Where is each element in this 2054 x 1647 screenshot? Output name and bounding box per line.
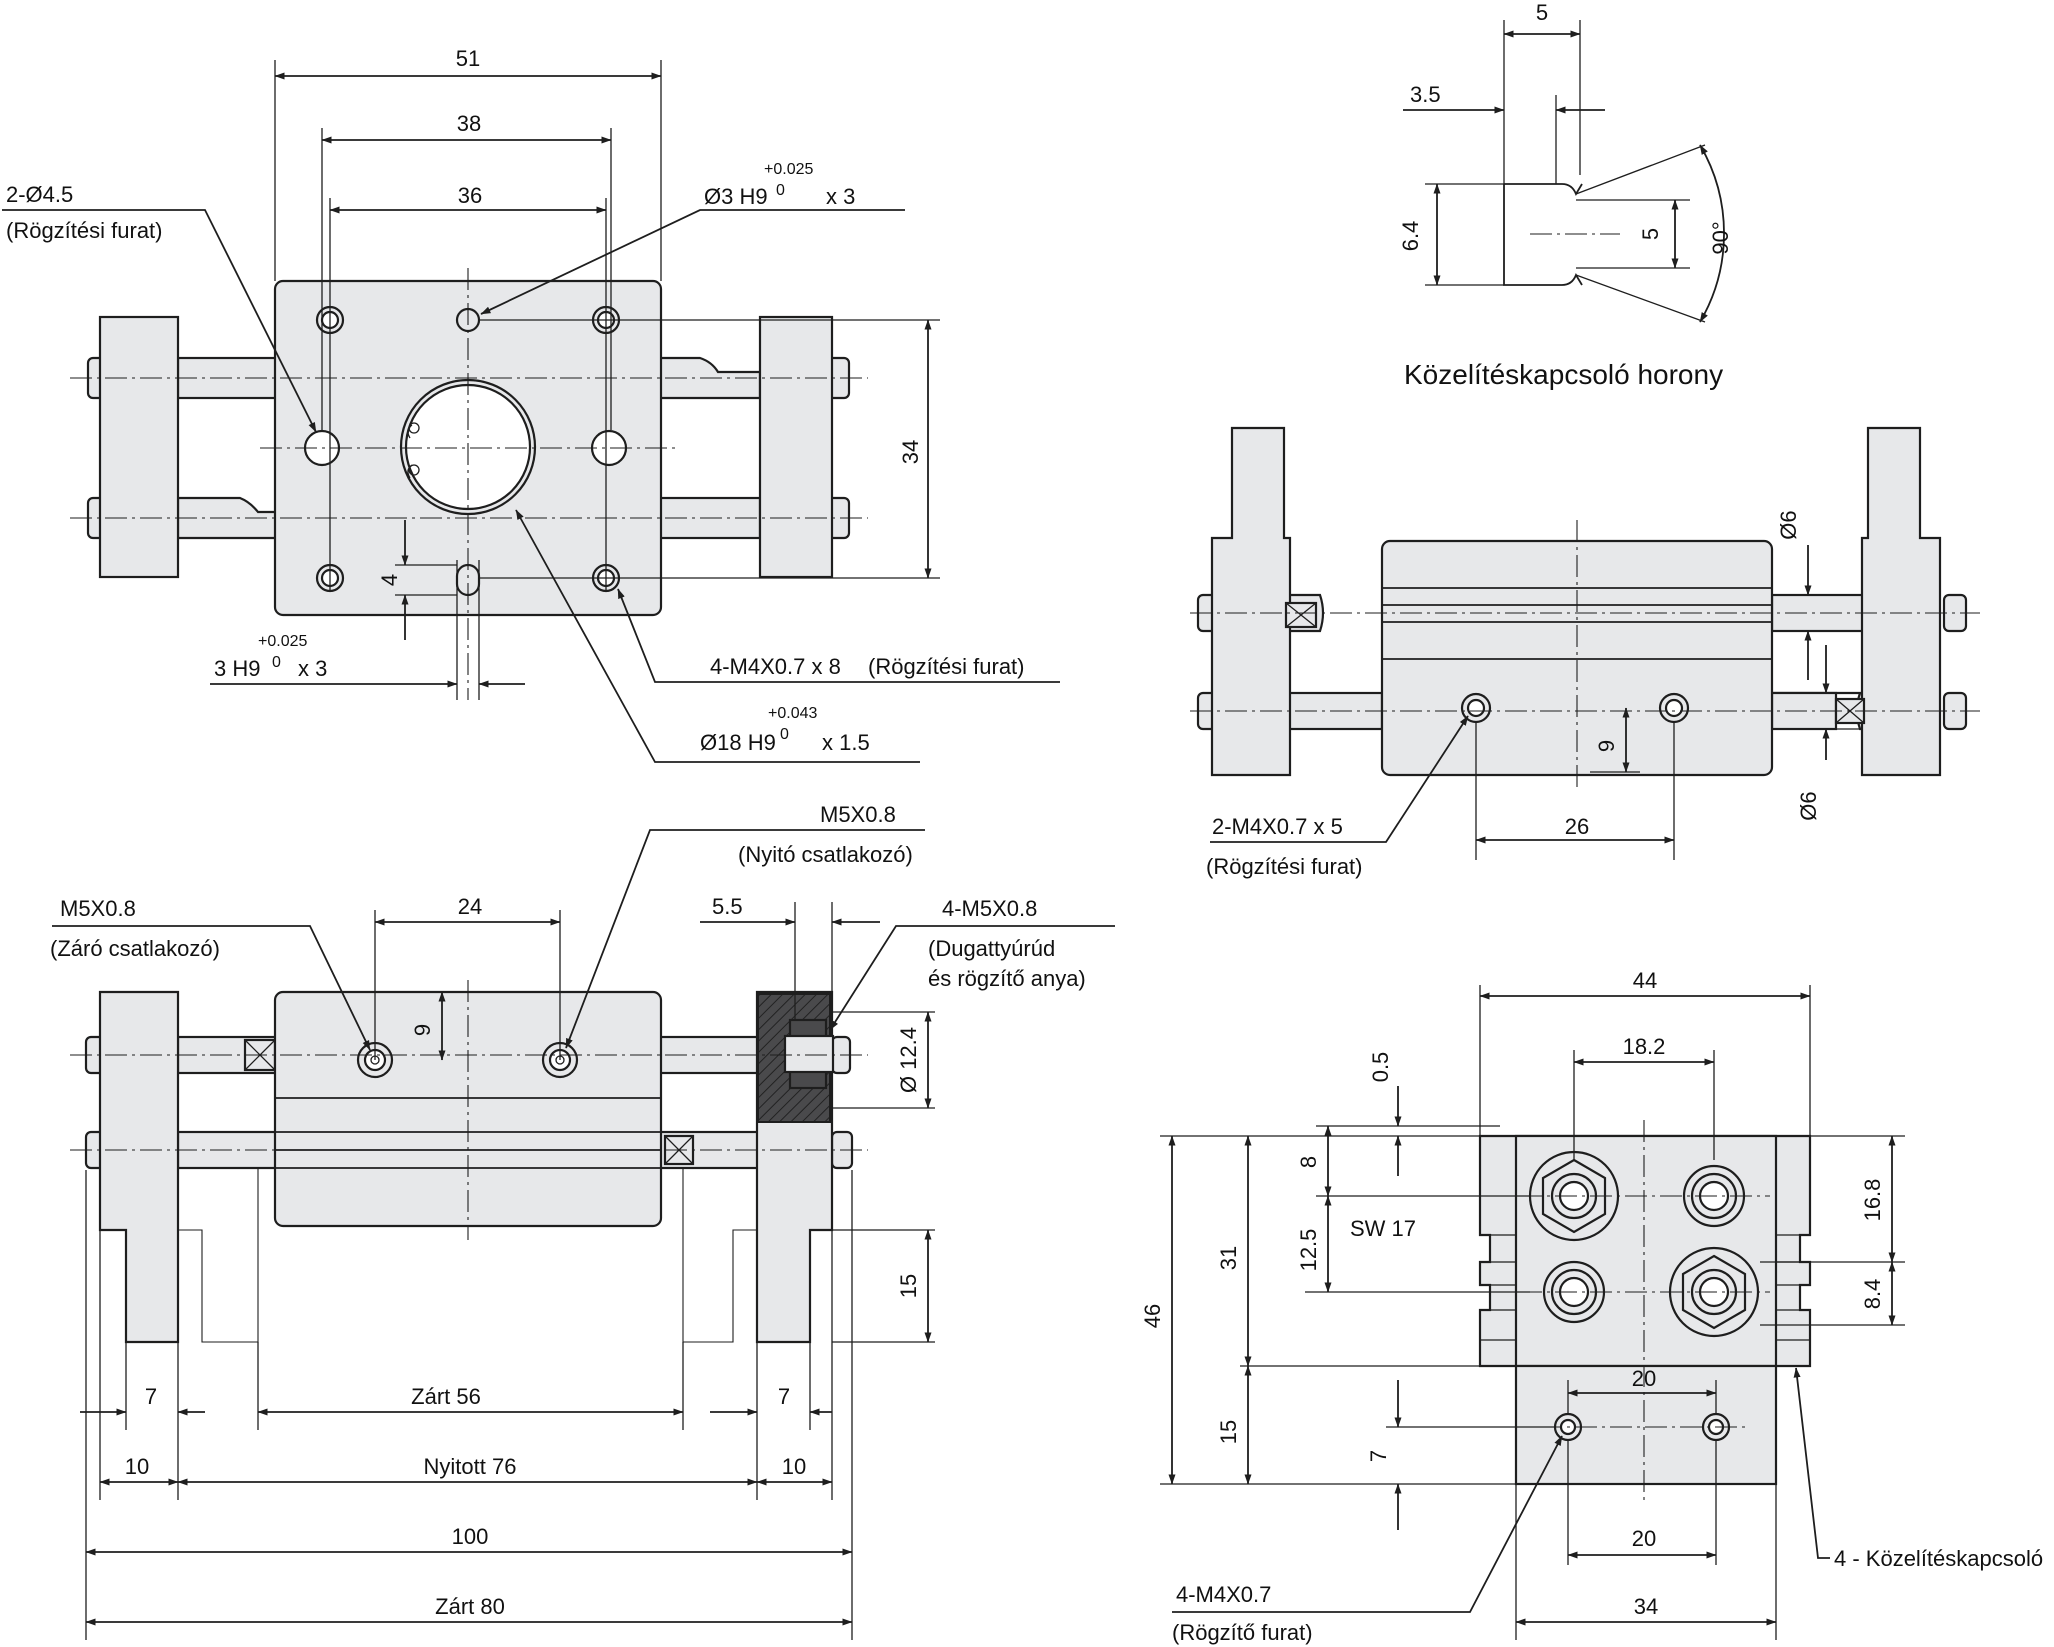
- rod-nut-label: 4-M5X0.8: [942, 896, 1037, 921]
- end-dim-34: 34: [1634, 1594, 1658, 1619]
- end-dim-sw17: SW 17: [1350, 1216, 1416, 1241]
- side-dim-26: 26: [1565, 814, 1589, 839]
- end-dim-20-bottom: 20: [1632, 1526, 1656, 1551]
- front-dim-closed56: Zárt 56: [411, 1384, 481, 1409]
- bore-label: Ø18 H9: [700, 730, 776, 755]
- end-dim-20-top: 20: [1632, 1366, 1656, 1391]
- end-dim-46: 46: [1140, 1304, 1165, 1328]
- bore-tol-upper: +0.043: [768, 705, 817, 722]
- front-dim-7-left: 7: [145, 1384, 157, 1409]
- thread-hole-note: (Rögzítési furat): [868, 654, 1025, 679]
- pin-hole-top-label: Ø3 H9: [704, 184, 768, 209]
- front-dim-5-5: 5.5: [712, 894, 743, 919]
- side-dim-9: 9: [1594, 740, 1619, 752]
- top-view: [2, 60, 1060, 763]
- end-dim-8: 8: [1296, 1156, 1321, 1168]
- end-dim-31: 31: [1216, 1246, 1241, 1270]
- side-thread-note: (Rögzítési furat): [1206, 854, 1363, 879]
- front-dim-9: 9: [410, 1024, 435, 1036]
- slot-dim-6-4: 6.4: [1398, 221, 1423, 252]
- front-dim-100: 100: [452, 1524, 489, 1549]
- front-dim-10-right: 10: [782, 1454, 806, 1479]
- front-dim-open76: Nyitott 76: [424, 1454, 517, 1479]
- end-dim-7: 7: [1366, 1450, 1391, 1462]
- pin-hole-bottom-tol-lower: 0: [272, 654, 281, 671]
- close-port-label: M5X0.8: [60, 896, 136, 921]
- end-dim-44: 44: [1633, 968, 1657, 993]
- rod-nut-note-2: és rögzítő anya): [928, 966, 1086, 991]
- slot-dim-angle: 90°: [1708, 221, 1733, 254]
- front-dim-dia12-4: Ø 12.4: [896, 1027, 921, 1093]
- slot-detail-title: Közelítéskapcsoló horony: [1404, 359, 1723, 390]
- dim-51: 51: [456, 46, 480, 71]
- pin-hole-top-tol-lower: 0: [776, 182, 785, 199]
- end-dim-8-4: 8.4: [1860, 1279, 1885, 1310]
- dim-4: 4: [377, 574, 402, 586]
- end-dim-16-8: 16.8: [1860, 1179, 1885, 1222]
- pin-hole-top-tol-upper: +0.025: [764, 161, 813, 178]
- switch-label: 4 - Közelítéskapcsoló: [1834, 1546, 2043, 1571]
- front-dim-24: 24: [458, 894, 482, 919]
- mount-hole-note: (Rögzítési furat): [6, 218, 163, 243]
- end-dim-12-5: 12.5: [1296, 1229, 1321, 1272]
- end-dim-15: 15: [1216, 1420, 1241, 1444]
- end-thread-note: (Rögzítő furat): [1172, 1620, 1313, 1645]
- right-side-view: [1190, 426, 1980, 860]
- close-port-note: (Záró csatlakozó): [50, 936, 220, 961]
- pin-hole-bottom-label: 3 H9: [214, 656, 260, 681]
- end-dim-18-2: 18.2: [1623, 1034, 1666, 1059]
- pin-hole-bottom-tol-upper: +0.025: [258, 633, 307, 650]
- front-dim-closed80: Zárt 80: [435, 1594, 505, 1619]
- slot-dim-5-top: 5: [1536, 0, 1548, 25]
- open-port-note: (Nyitó csatlakozó): [738, 842, 913, 867]
- slot-dim-3-5: 3.5: [1410, 82, 1441, 107]
- mount-hole-label: 2-Ø4.5: [6, 182, 73, 207]
- dim-38: 38: [457, 111, 481, 136]
- front-dim-15: 15: [896, 1274, 921, 1298]
- slot-dim-5-side: 5: [1638, 228, 1663, 240]
- end-thread-label: 4-M4X0.7: [1176, 1582, 1271, 1607]
- bore-tol-lower: 0: [780, 726, 789, 743]
- front-view: [52, 829, 1115, 1640]
- thread-hole-label: 4-M4X0.7 x 8: [710, 654, 841, 679]
- pin-hole-top-qty: x 3: [826, 184, 855, 209]
- slot-detail: [1403, 20, 1725, 323]
- dim-36: 36: [458, 183, 482, 208]
- pin-hole-bottom-qty: x 3: [298, 656, 327, 681]
- side-dim-dia6-bottom: Ø6: [1796, 791, 1821, 820]
- front-dim-7-right: 7: [778, 1384, 790, 1409]
- rod-nut-note-1: (Dugattyúrúd: [928, 936, 1055, 961]
- open-port-label: M5X0.8: [820, 802, 896, 827]
- end-dim-0-5: 0.5: [1368, 1052, 1393, 1083]
- front-dim-10-left: 10: [125, 1454, 149, 1479]
- side-dim-dia6-top: Ø6: [1776, 510, 1801, 539]
- end-view: [1160, 985, 1905, 1640]
- dim-34-top: 34: [898, 440, 923, 464]
- side-thread-label: 2-M4X0.7 x 5: [1212, 814, 1343, 839]
- bore-qty: x 1.5: [822, 730, 870, 755]
